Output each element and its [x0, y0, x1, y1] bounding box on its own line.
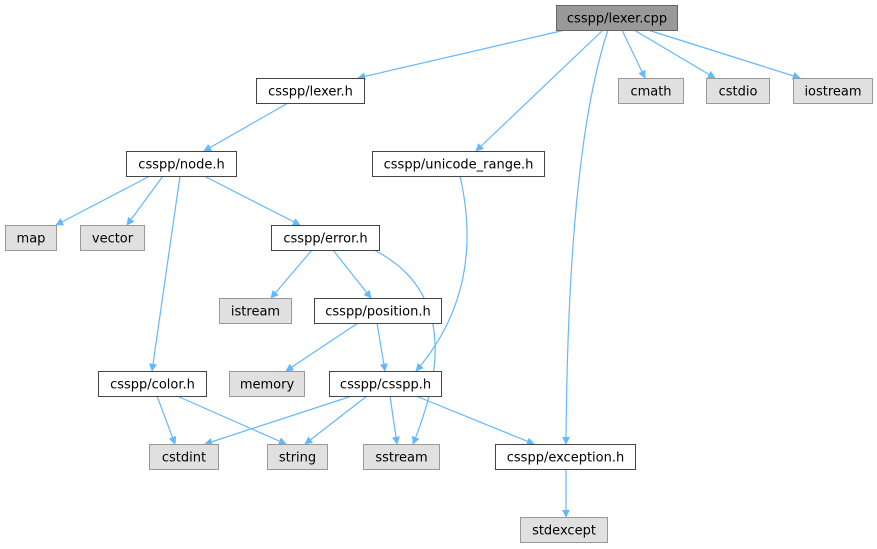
node-box	[706, 78, 770, 104]
node-cmath: cmath	[618, 78, 684, 104]
edge-error_h-to-sstream	[373, 249, 436, 445]
edge-position_h-to-memory	[285, 322, 359, 372]
node-box	[98, 371, 207, 397]
node-iostream: iostream	[793, 78, 873, 104]
edge-lexer_cpp-to-unicode_range_h	[475, 29, 604, 152]
node-label: csspp/lexer.h	[268, 85, 353, 100]
edge-csspp_h-to-cstdint	[204, 395, 353, 446]
node-label: cstdint	[162, 451, 206, 466]
edge-lexer_cpp-to-cstdio	[633, 29, 716, 79]
edges	[55, 29, 801, 518]
node-box	[329, 371, 442, 397]
node-label: istream	[231, 305, 280, 320]
node-label: csspp/csspp.h	[340, 378, 431, 393]
edge-csspp_h-to-exception_h	[415, 395, 535, 445]
node-box	[618, 78, 684, 104]
node-box	[126, 151, 237, 177]
node-label: cmath	[630, 85, 671, 100]
edge-node_h-to-error_h	[203, 175, 301, 226]
edge-csspp_h-to-sstream	[389, 395, 400, 445]
node-label: stdexcept	[532, 524, 596, 539]
node-cstdio: cstdio	[706, 78, 770, 104]
node-exception_h[interactable]: csspp/exception.h	[495, 444, 636, 470]
edge-error_h-to-position_h	[332, 249, 372, 299]
edge-node_h-to-color_h	[149, 175, 181, 372]
node-box	[149, 444, 219, 470]
node-label: map	[17, 232, 46, 247]
node-box	[363, 444, 440, 470]
edge-color_h-to-cstdint	[156, 395, 177, 445]
node-box	[271, 225, 380, 251]
node-stdexcept: stdexcept	[520, 517, 608, 543]
node-unicode_range_h[interactable]: csspp/unicode_range.h	[372, 151, 545, 177]
node-box	[556, 5, 678, 31]
node-box	[229, 371, 305, 397]
nodes: csspp/lexer.cpp csspp/lexer.h cmath cstdio i…	[5, 5, 873, 543]
edge-position_h-to-csspp_h	[376, 322, 388, 372]
node-position_h[interactable]: csspp/position.h	[314, 298, 442, 324]
node-label: csspp/unicode_range.h	[384, 158, 534, 173]
node-cstdint: cstdint	[149, 444, 219, 470]
edge-color_h-to-string	[176, 395, 287, 445]
node-csspp_h[interactable]: csspp/csspp.h	[329, 371, 442, 397]
node-label: iostream	[804, 85, 861, 100]
node-box	[219, 298, 292, 324]
node-label: csspp/exception.h	[507, 451, 624, 466]
node-box	[372, 151, 545, 177]
node-label: csspp/error.h	[283, 232, 367, 247]
node-label: csspp/position.h	[325, 305, 430, 320]
node-istream: istream	[219, 298, 292, 324]
node-lexer_cpp: csspp/lexer.cpp	[556, 5, 678, 31]
edge-unicode_range_h-to-csspp_h	[415, 175, 468, 372]
node-label: memory	[240, 378, 295, 393]
node-label: string	[279, 451, 316, 466]
node-lexer_h[interactable]: csspp/lexer.h	[256, 78, 365, 104]
edge-node_h-to-map	[55, 175, 151, 226]
edge-node_h-to-vector	[126, 175, 164, 226]
node-box	[80, 225, 145, 251]
edge-lexer_cpp-to-exception_h	[562, 29, 609, 445]
node-box	[256, 78, 365, 104]
node-box	[5, 225, 57, 251]
node-node_h[interactable]: csspp/node.h	[126, 151, 237, 177]
edge-lexer_cpp-to-cmath	[621, 29, 646, 79]
node-label: csspp/node.h	[138, 158, 224, 173]
node-label: csspp/lexer.cpp	[567, 12, 667, 27]
node-color_h[interactable]: csspp/color.h	[98, 371, 207, 397]
node-label: sstream	[375, 451, 427, 466]
node-error_h[interactable]: csspp/error.h	[271, 225, 380, 251]
node-box	[314, 298, 442, 324]
node-label: vector	[92, 232, 134, 247]
node-memory: memory	[229, 371, 305, 397]
node-box	[793, 78, 873, 104]
node-box	[267, 444, 328, 470]
edge-lexer_cpp-to-iostream	[647, 29, 801, 80]
node-map: map	[5, 225, 57, 251]
edge-lexer_cpp-to-lexer_h	[357, 29, 566, 81]
node-box	[495, 444, 636, 470]
edge-error_h-to-istream	[270, 249, 313, 299]
edge-csspp_h-to-string	[304, 395, 368, 445]
node-label: cstdio	[719, 85, 758, 100]
node-label: csspp/color.h	[110, 378, 195, 393]
edge-lexer_h-to-node_h	[203, 102, 289, 152]
node-string: string	[267, 444, 328, 470]
node-sstream: sstream	[363, 444, 440, 470]
node-box	[520, 517, 608, 543]
node-vector: vector	[80, 225, 145, 251]
